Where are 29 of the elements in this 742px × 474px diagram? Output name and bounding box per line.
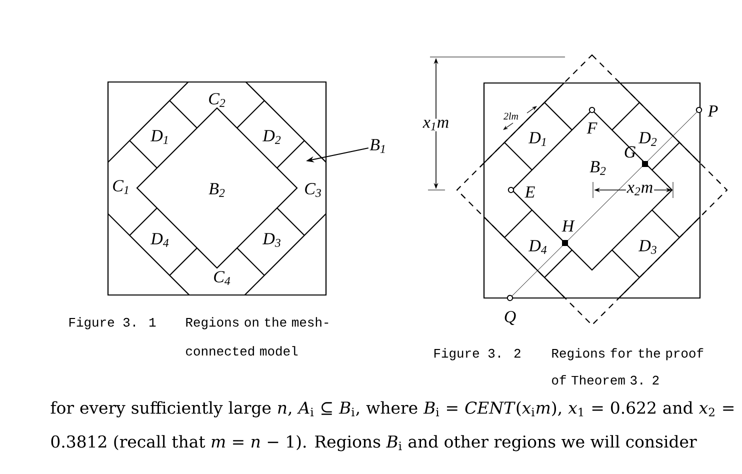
point-label: G [624,146,636,158]
point-label: Q [504,311,516,325]
dimension-label: x$_{2}$m [626,184,654,196]
figure-caption: Figure 3. 2 [434,348,520,360]
region-label: D$_{1}$ [528,132,546,146]
region-label: C$_{2}$ [209,93,226,107]
region-label: D$_{2}$ [638,132,657,146]
point-label: P [708,105,718,117]
region-label: D$_{4}$ [150,233,169,247]
figure-caption: Regions on the mesh- connected model [186,317,328,356]
point-label: H [562,220,575,232]
point-label: F [586,122,598,134]
dimension-label: 2lm [504,112,518,120]
region-label: C$_{4}$ [214,271,230,285]
point-label: E [524,186,535,198]
region-label: B$_{2}$ [590,161,606,175]
region-label: D$_{2}$ [262,130,281,144]
region-label: B$_{2}$ [208,183,225,197]
region-label: D$_{4}$ [528,240,547,254]
region-label: C$_{1}$ [113,180,128,194]
figure-caption: Figure 3. 1 [69,317,156,330]
region-label: D$_{1}$ [150,130,168,144]
region-label: D$_{3}$ [262,233,280,247]
region-label: B$_{1}$ [370,139,385,153]
region-label: D$_{3}$ [638,240,656,254]
body-text: for every sufficiently large n, A$_{i}$ ⊆ B$_{i}$, where B$_{i}$ = CENT(x$_{i}$m), x$_{1}$ = 0.622 and x$_{2}$ = 0.3812 (recall that m = n − 1). Regions B$_{i}$ and other regions we will consider [50,401,734,452]
region-label: C$_{3}$ [305,183,321,197]
dimension-label: x$_{1}$m [422,118,450,132]
figure-caption: Regions for the proof of Theorem 3. 2 [552,348,704,385]
